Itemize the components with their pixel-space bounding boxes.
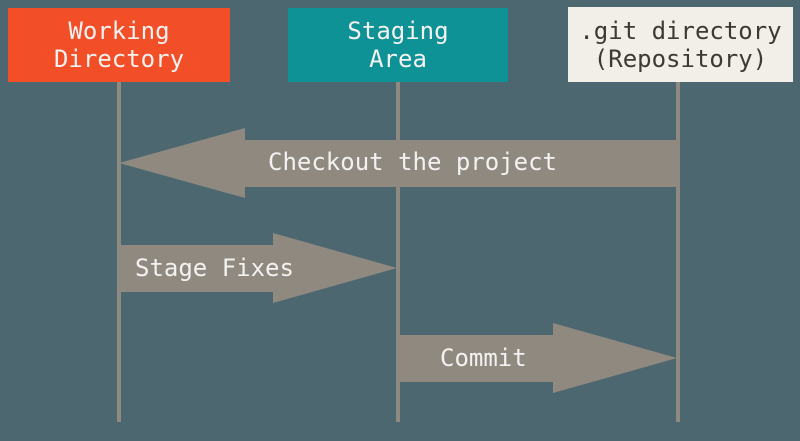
working-directory-box: Working Directory bbox=[8, 8, 230, 82]
checkout-arrow-head-icon bbox=[119, 128, 245, 198]
commit-arrow-label: Commit bbox=[440, 344, 527, 372]
git-directory-box: .git directory (Repository) bbox=[568, 7, 793, 82]
stage-fixes-arrow-label: Stage Fixes bbox=[135, 254, 294, 282]
stage-fixes-arrow-head-icon bbox=[273, 233, 397, 303]
checkout-arrow-label: Checkout the project bbox=[268, 148, 557, 176]
working-directory-label-line1: Working bbox=[68, 17, 170, 45]
staging-area-lifeline bbox=[396, 82, 400, 422]
staging-area-label-line1: Staging bbox=[347, 17, 449, 45]
commit-arrow-shaft bbox=[398, 335, 553, 382]
staging-area-label-line2: Area bbox=[369, 45, 427, 73]
git-directory-lifeline bbox=[676, 82, 680, 422]
checkout-arrow-shaft bbox=[245, 140, 678, 187]
stage-fixes-arrow-shaft bbox=[119, 245, 273, 292]
git-directory-label-line1: .git directory bbox=[579, 16, 782, 45]
git-directory-label-line2: (Repository) bbox=[593, 44, 768, 73]
working-directory-label-line2: Directory bbox=[53, 45, 185, 73]
staging-area-box: Staging Area bbox=[288, 8, 508, 82]
commit-arrow-head-icon bbox=[553, 323, 677, 393]
